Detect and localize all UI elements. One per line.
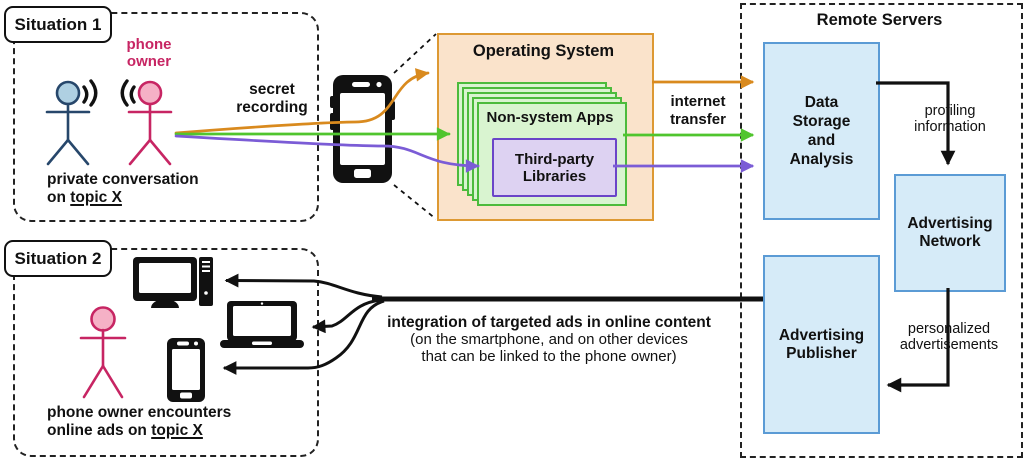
situation2-label: Situation 2 xyxy=(4,240,112,277)
personalized-advertisements-label: personalized advertisements xyxy=(899,321,999,353)
situation2-caption: phone owner encounters online ads on top… xyxy=(47,404,277,440)
remote-servers-title: Remote Servers xyxy=(816,11,943,29)
integration-line1: integration of targeted ads in online co… xyxy=(387,314,711,331)
smartphone-icon xyxy=(330,75,395,183)
situation1-caption: private conversation on topic X xyxy=(47,171,267,207)
advertising-publisher-box: Advertising Publisher xyxy=(763,255,880,434)
operating-system-title: Operating System xyxy=(472,42,615,60)
situation1-caption-line2: on xyxy=(47,189,71,206)
situation1-caption-line1: private conversation xyxy=(47,171,199,188)
profiling-information-label: profiling information xyxy=(914,103,986,135)
data-storage-box: Data Storage and Analysis xyxy=(763,42,880,220)
situation2-caption-line2: online ads on xyxy=(47,422,152,439)
non-system-apps-title: Non-system Apps xyxy=(486,109,614,126)
data-storage-text: Data Storage and Analysis xyxy=(789,94,854,168)
integration-caption: integration of targeted ads in online co… xyxy=(369,314,729,365)
situation1-label: Situation 1 xyxy=(4,6,112,43)
advertising-network-text: Advertising Network xyxy=(907,215,993,250)
situation2-caption-line1: phone owner encounters xyxy=(47,404,232,421)
integration-line2: (on the smartphone, and on other devices xyxy=(410,331,688,348)
situation2-topic-x: topic X xyxy=(151,422,203,439)
third-party-libraries-box: Third-party Libraries xyxy=(492,138,617,197)
zoom-connector-lines xyxy=(393,33,437,220)
internet-transfer-label: internet transfer xyxy=(670,93,726,128)
phone-owner-label: phone owner xyxy=(126,36,172,70)
third-party-libraries-text: Third-party Libraries xyxy=(514,150,595,185)
advertising-publisher-text: Advertising Publisher xyxy=(778,326,865,362)
remote-servers-box xyxy=(740,3,1023,458)
secret-recording-label: secret recording xyxy=(236,81,308,116)
situation1-label-text: Situation 1 xyxy=(14,14,102,34)
integration-line3: that can be linked to the phone owner) xyxy=(421,348,677,365)
advertising-network-box: Advertising Network xyxy=(894,174,1006,292)
situation2-label-text: Situation 2 xyxy=(14,248,102,268)
situation1-topic-x: topic X xyxy=(70,189,122,206)
